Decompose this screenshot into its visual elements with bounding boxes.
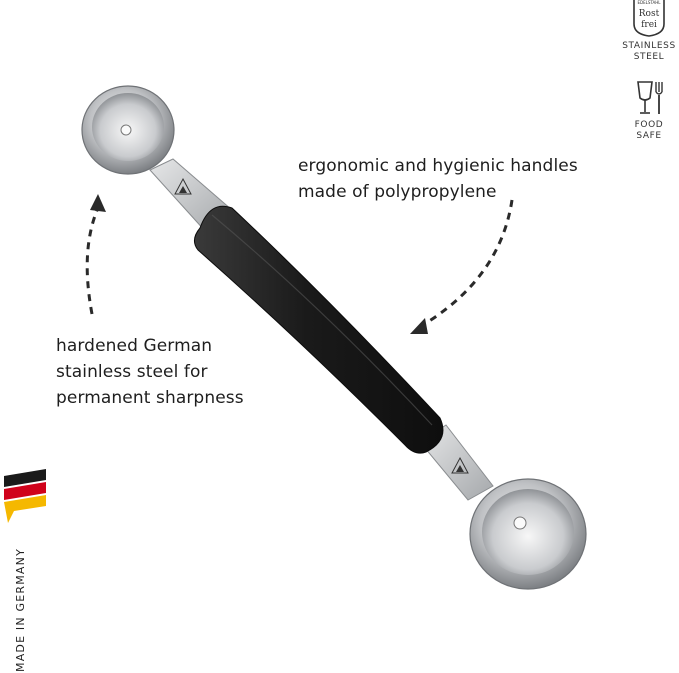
steel-callout-line-2: stainless steel for: [56, 362, 208, 382]
rostfrei-text-2: frei: [641, 20, 657, 30]
stainless-label-2: STEEL: [633, 52, 665, 62]
food-safe-badge: FOOD SAFE: [618, 78, 679, 142]
stainless-steel-badge: EDELSTAHL Rost frei STAINLESS STEEL: [618, 0, 679, 62]
food-safe-label-2: SAFE: [636, 131, 662, 141]
handle-callout-line-2: made of polypropylene: [298, 182, 497, 202]
food-safe-label-1: FOOD: [634, 120, 664, 130]
german-flag-icon: [4, 469, 46, 523]
handle-callout: ergonomic and hygienic handles made of p…: [298, 153, 578, 205]
rostfrei-text-1: Rost: [639, 9, 660, 19]
stainless-label-1: STAINLESS: [622, 41, 676, 51]
steel-callout-line-1: hardened German: [56, 336, 213, 356]
handle-callout-line-1: ergonomic and hygienic handles: [298, 156, 578, 176]
handle: [194, 205, 444, 454]
made-in-germany-label: MADE IN GERMANY: [14, 548, 27, 672]
glass-fork-icon: [637, 81, 663, 114]
rostfrei-shield-icon: EDELSTAHL Rost frei: [633, 0, 665, 37]
steel-arrow: [85, 194, 106, 315]
rostfrei-top-text: EDELSTAHL: [637, 0, 661, 5]
bottom-scoop: [469, 478, 587, 590]
steel-callout-line-3: permanent sharpness: [56, 388, 244, 408]
bottom-brand-logo-icon: [451, 456, 469, 474]
handle-arrow: [410, 199, 514, 334]
top-scoop: [81, 85, 175, 175]
top-brand-logo-icon: [174, 177, 192, 195]
steel-callout: hardened German stainless steel for perm…: [56, 333, 244, 411]
